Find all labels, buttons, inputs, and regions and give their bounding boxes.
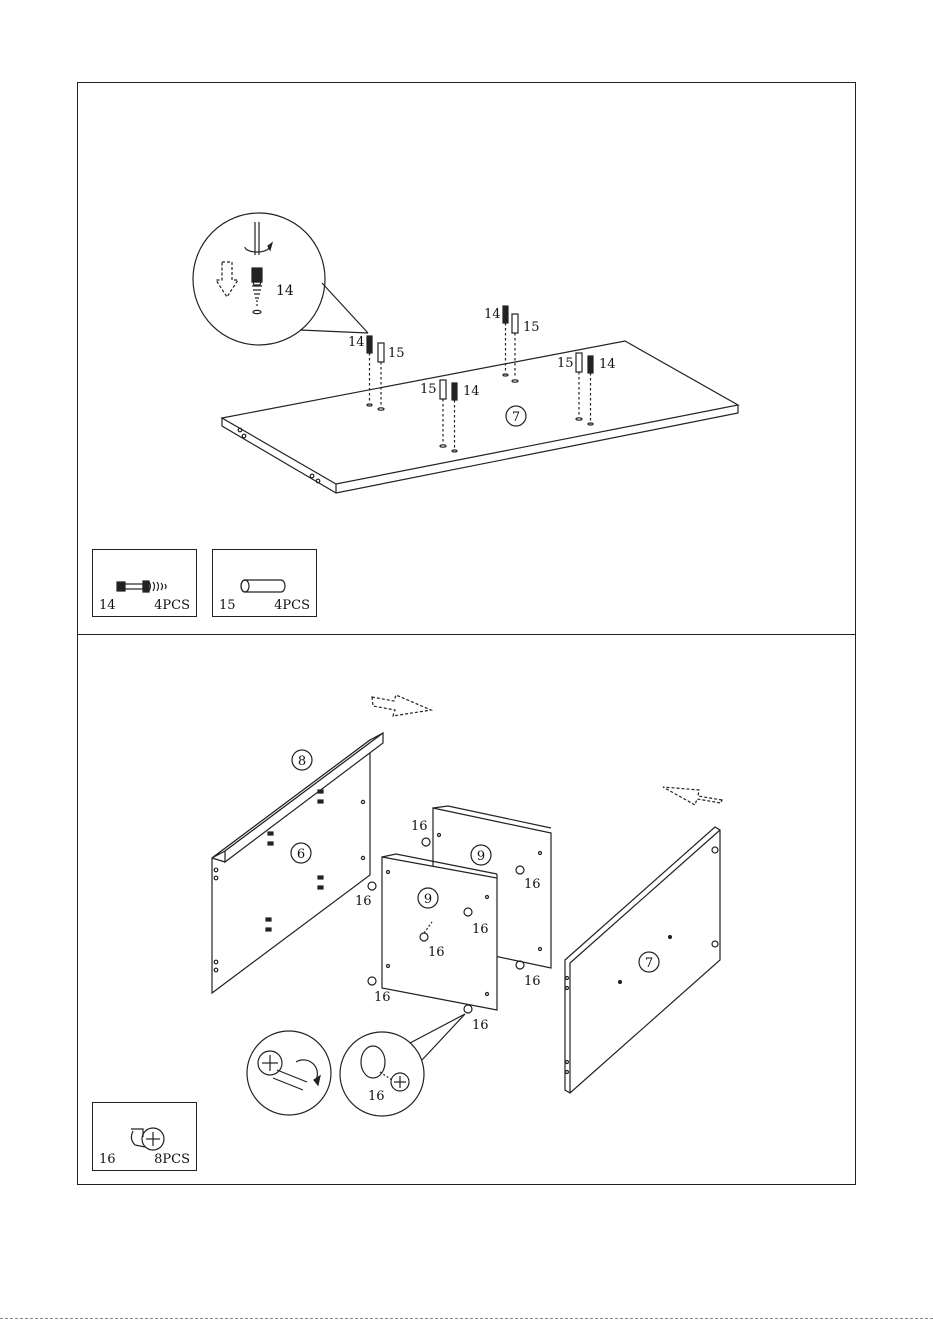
- panel-7-side-label: 7: [645, 956, 653, 971]
- panel-7-label: 7: [512, 410, 520, 425]
- callout-14: 14: [463, 384, 480, 399]
- part-id: 15: [219, 598, 236, 613]
- callout-14: 14: [484, 307, 501, 322]
- callout-15: 15: [420, 382, 437, 397]
- panel-7-side-right: [565, 827, 720, 1093]
- panel-9-rear-label: 9: [477, 849, 485, 864]
- part-qty: 4PCS: [274, 598, 310, 613]
- part-box-14: 14 4PCS: [92, 549, 197, 617]
- cam-label: 16: [472, 1018, 489, 1033]
- dashed-arrow-left-icon: [663, 787, 722, 805]
- dashed-arrow-right-icon: [372, 695, 431, 716]
- panel-7-board: [222, 341, 738, 493]
- cam-label: 16: [355, 894, 372, 909]
- zoom-dowel-label: 14: [276, 283, 294, 299]
- zoom-bubble: [193, 213, 368, 345]
- callout-15: 15: [557, 356, 574, 371]
- zoom-screwdriver-bubble: [247, 1031, 331, 1115]
- zoom-cam-label: 16: [368, 1089, 385, 1104]
- part-qty: 8PCS: [154, 1152, 190, 1167]
- part-box-15: 15 4PCS: [212, 549, 317, 617]
- cam-label: 16: [524, 877, 541, 892]
- panel-8-label: 8: [298, 754, 306, 769]
- part-id: 14: [99, 598, 116, 613]
- cam-label: 16: [428, 945, 445, 960]
- part-id: 16: [99, 1152, 116, 1167]
- cam-label: 16: [472, 922, 489, 937]
- cam-label: 16: [524, 974, 541, 989]
- part-qty: 4PCS: [154, 598, 190, 613]
- callout-15: 15: [388, 346, 405, 361]
- cam-label: 16: [411, 819, 428, 834]
- cam-label: 16: [374, 990, 391, 1005]
- zoom-cam-bubble: [340, 1014, 465, 1116]
- page-bottom-rule: [0, 1318, 933, 1319]
- callout-14: 14: [599, 357, 616, 372]
- panel-6-label: 6: [297, 847, 305, 862]
- panel-9-front-label: 9: [424, 892, 432, 907]
- callout-14: 14: [348, 335, 365, 350]
- part-box-16: 16 8PCS: [92, 1102, 197, 1171]
- callout-15: 15: [523, 320, 540, 335]
